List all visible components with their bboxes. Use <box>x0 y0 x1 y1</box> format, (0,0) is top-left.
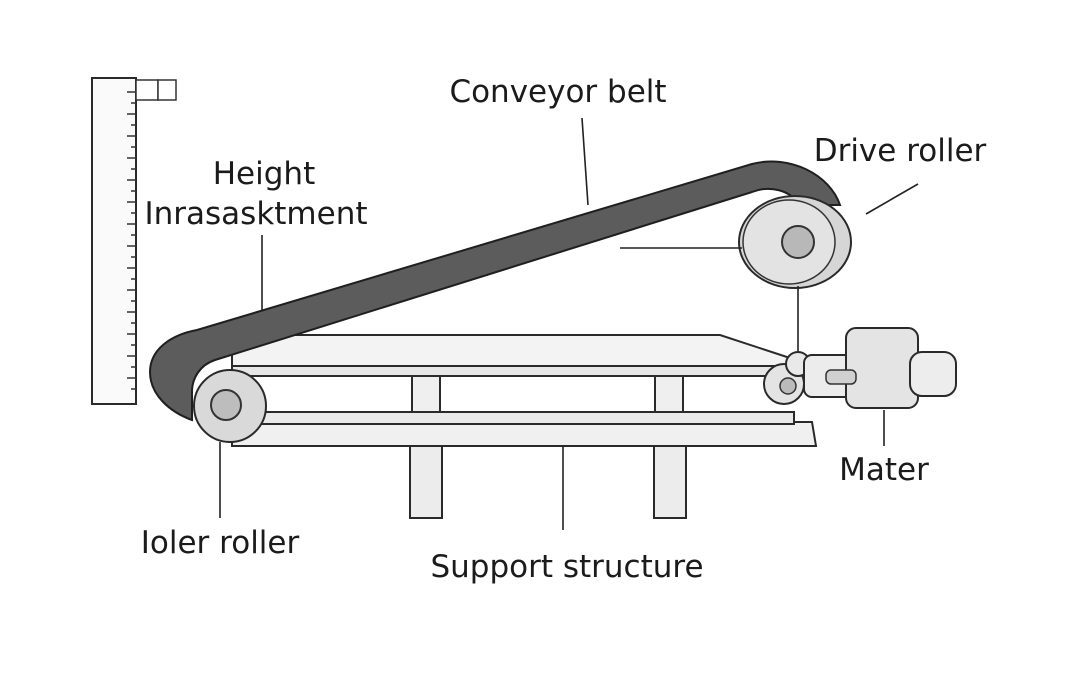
ruler-clamp <box>135 79 159 101</box>
height-ruler <box>91 77 177 405</box>
ruler-clamp-tab <box>157 79 177 101</box>
label-conveyor-belt: Conveyor belt <box>449 74 666 110</box>
conveyor-belt-band <box>148 160 842 422</box>
label-height-adjustment-line1: Height <box>213 156 315 192</box>
leader-drive-roller <box>865 183 919 215</box>
ruler-ticks <box>127 91 136 390</box>
conveyor-frame <box>231 334 818 447</box>
label-height-adjustment-line2: Inrasasktment <box>144 196 367 232</box>
motor <box>763 327 957 409</box>
leader-conveyor-belt <box>581 117 589 206</box>
drive-roller <box>738 195 852 289</box>
label-idler-roller: Ioler roller <box>141 525 300 561</box>
label-support-structure: Support structure <box>430 549 703 585</box>
label-motor: Mater <box>839 452 929 488</box>
support-structure <box>409 367 687 519</box>
idler-roller <box>193 369 267 443</box>
label-drive-roller: Drive roller <box>814 133 987 169</box>
